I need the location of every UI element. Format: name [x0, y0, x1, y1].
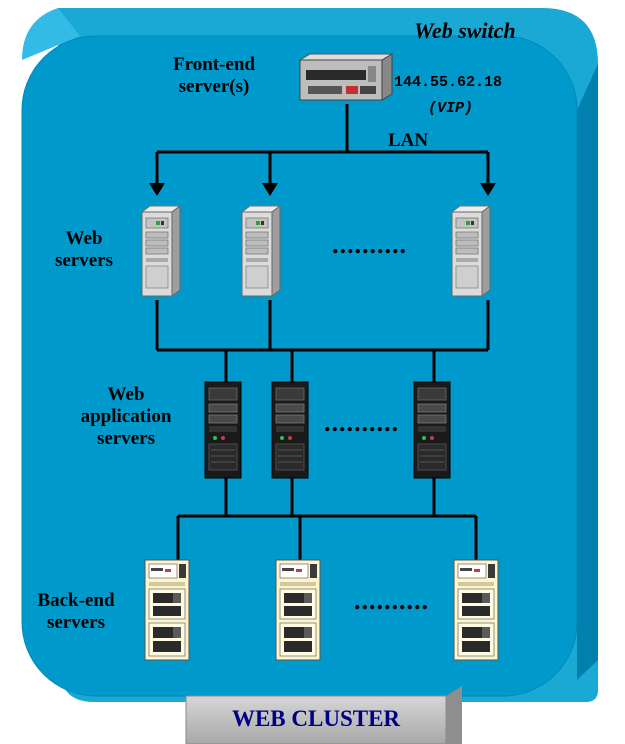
- app-servers-label-line1: Web: [107, 384, 145, 405]
- backend-servers-label-line1: Back-end: [37, 590, 115, 611]
- front-end-label-line2: server(s): [178, 76, 250, 97]
- app-servers-label-line3: servers: [96, 428, 156, 449]
- network-lines: [155, 104, 490, 560]
- front-end-label-line1: Front-end: [173, 54, 255, 75]
- app-server-2: [271, 381, 309, 479]
- web-servers-label-line1: Web: [65, 228, 103, 249]
- backend-server-2: [275, 559, 321, 661]
- cluster-backdrop: [21, 8, 598, 702]
- backend-server-1: [144, 559, 190, 661]
- web-switch-vip: (VIP): [428, 100, 474, 117]
- network-switch-icon: [298, 53, 394, 101]
- backend-servers-label: Back-end servers: [16, 590, 136, 634]
- app-servers-label: Web application servers: [56, 384, 196, 450]
- app-server-1: [204, 381, 242, 479]
- web-server-2: [241, 205, 281, 297]
- backend-servers-label-line2: servers: [46, 612, 106, 633]
- web-switch-title: Web switch: [414, 18, 516, 43]
- app-server-3: [413, 381, 451, 479]
- backend-server-3: [453, 559, 499, 661]
- backend-servers-ellipsis: ..........: [354, 586, 429, 615]
- app-servers-ellipsis: ..........: [324, 408, 399, 437]
- web-cluster-banner: [185, 686, 462, 744]
- web-servers-label: Web servers: [34, 228, 134, 272]
- lan-label: LAN: [388, 130, 429, 151]
- web-servers-label-line2: servers: [54, 250, 114, 271]
- web-cluster-banner-text: WEB CLUSTER: [231, 706, 401, 731]
- web-server-3: [451, 205, 491, 297]
- app-servers-label-line2: application: [80, 406, 172, 427]
- web-switch-ip: 144.55.62.18: [394, 74, 503, 91]
- web-server-1: [141, 205, 181, 297]
- front-end-label: Front-end server(s): [152, 54, 276, 98]
- lan-arrowheads: [149, 183, 496, 196]
- web-servers-ellipsis: ..........: [332, 230, 407, 259]
